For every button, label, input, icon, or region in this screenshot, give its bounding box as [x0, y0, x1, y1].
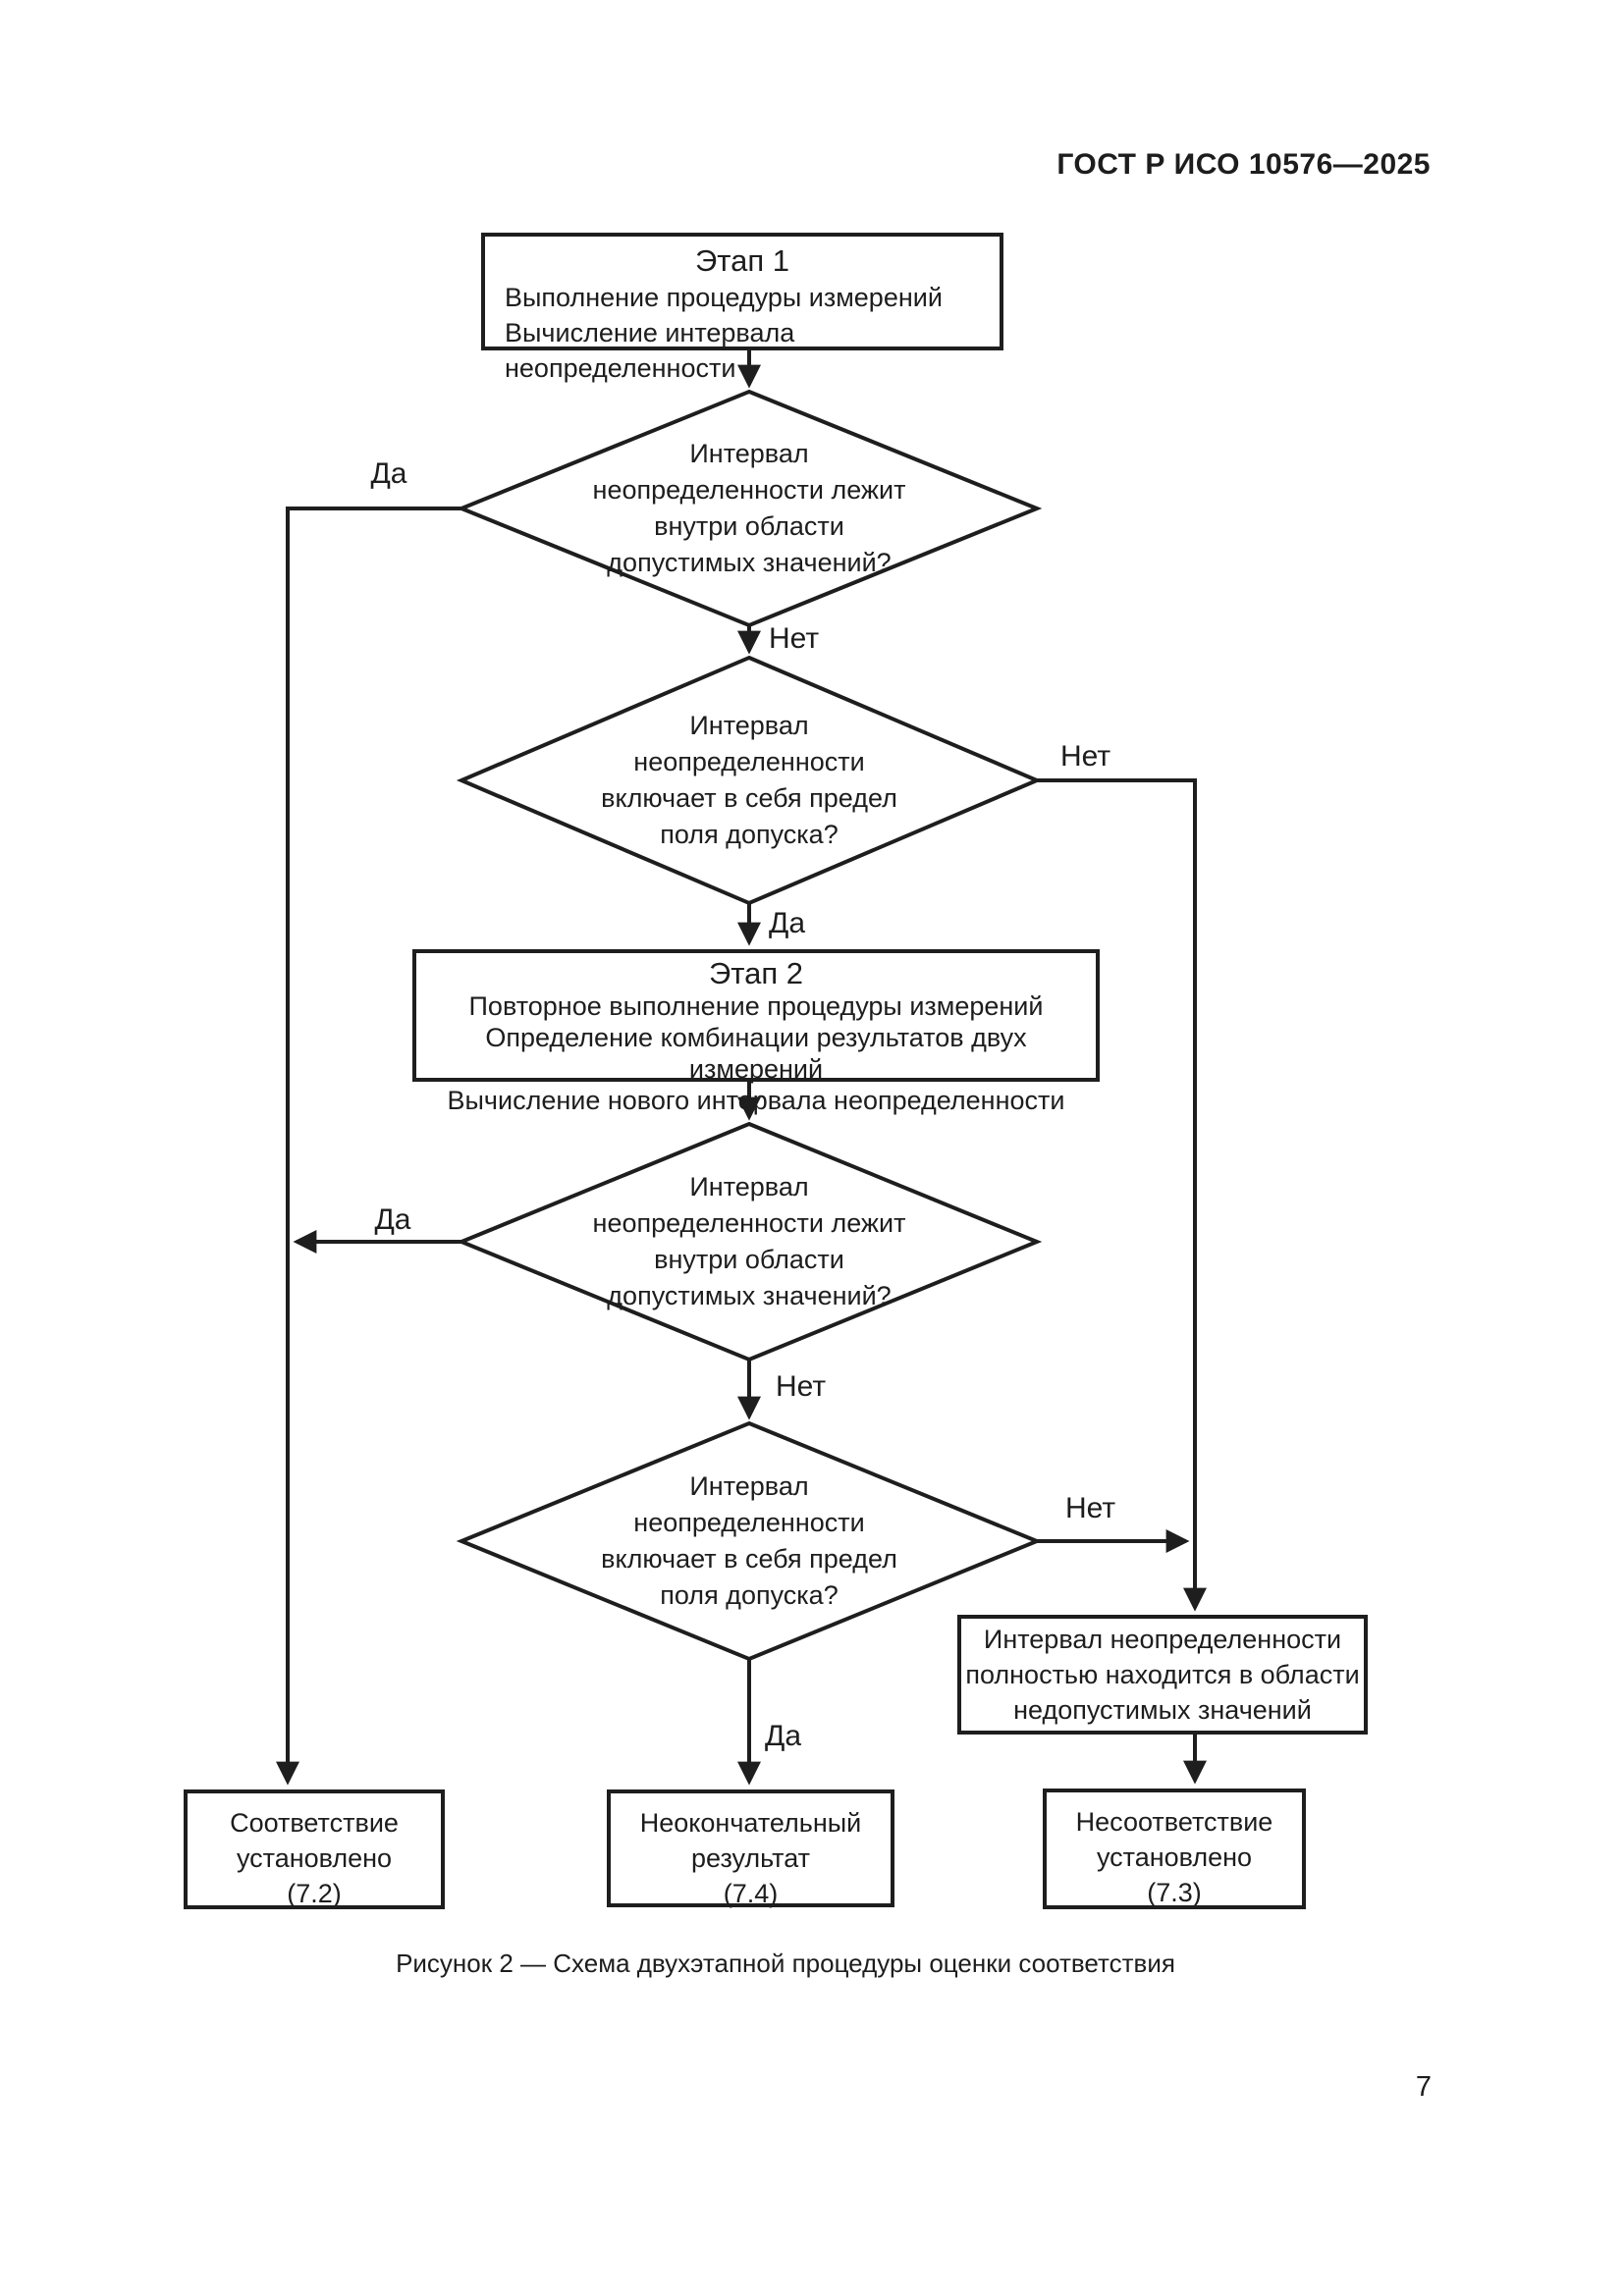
invalid-region-box: Интервал неопределенности полностью нахо… [957, 1615, 1368, 1735]
nonconformity-line: установлено [1096, 1842, 1253, 1872]
no-label: Нет [1060, 740, 1111, 773]
yes-label: Да [769, 907, 806, 939]
decision-1-line: допустимых значений? [607, 548, 892, 577]
stage2-title: Этап 2 [708, 956, 803, 990]
decision-1-line: неопределенности лежит [592, 475, 906, 505]
yes-label: Да [370, 457, 407, 490]
decision-1-text: Интервал неопределенности лежит внутри о… [504, 392, 995, 625]
decision-3-line: внутри области [654, 1245, 844, 1274]
stage1-line: Выполнение процедуры измерений [505, 283, 943, 312]
invalid-region-line: полностью находится в области [965, 1660, 1360, 1689]
decision-3-line: допустимых значений? [607, 1281, 892, 1310]
standard-number-header: ГОСТ Р ИСО 10576—2025 [1056, 148, 1431, 181]
stage2-box: Этап 2 Повторное выполнение процедуры из… [412, 949, 1100, 1115]
stage2-line: Определение комбинации результатов двух … [485, 1023, 1027, 1084]
no-label: Нет [769, 622, 820, 655]
decision-1-line: Интервал [689, 439, 809, 468]
figure-caption: Рисунок 2 — Схема двухэтапной процедуры … [396, 1949, 1175, 1978]
yes-label: Да [374, 1203, 411, 1236]
decision-3-diamond [456, 1121, 1043, 1362]
inconclusive-outcome-box: Неокончательный результат (7.4) [607, 1789, 894, 1908]
decision-3-text: Интервал неопределенности лежит внутри о… [504, 1124, 995, 1360]
stage2-line: Повторное выполнение процедуры измерений [468, 991, 1044, 1021]
page-number: 7 [1415, 2071, 1433, 2103]
nonconformity-line: Несоответствие [1075, 1807, 1273, 1837]
decision-2-diamond [456, 655, 1043, 906]
stage2-line: Вычисление нового интервала неопределенн… [447, 1086, 1065, 1115]
inconclusive-line: (7.4) [723, 1879, 779, 1908]
arrow-yes-decision1-to-conformity [276, 507, 461, 1786]
nonconformity-outcome-box: Несоответствие установлено (7.3) [1043, 1789, 1306, 1909]
decision-2-line: Интервал [689, 711, 809, 740]
invalid-region-line: Интервал неопределенности [983, 1625, 1342, 1654]
decision-3-line: неопределенности лежит [592, 1208, 906, 1238]
decision-2-line: поля допуска? [660, 820, 839, 849]
yes-label: Да [765, 1720, 802, 1752]
decision-4-line: Интервал [689, 1471, 809, 1501]
decision-2-text: Интервал неопределенности включает в себ… [504, 658, 995, 903]
decision-2-line: неопределенности [633, 747, 865, 776]
decision-1-diamond [456, 389, 1043, 628]
nonconformity-line: (7.3) [1147, 1878, 1202, 1907]
stage1-line: Вычисление интервала неопределенности [505, 318, 795, 383]
decision-4-line: поля допуска? [660, 1580, 839, 1610]
decision-4-diamond [456, 1420, 1043, 1662]
decision-4-text: Интервал неопределенности включает в себ… [504, 1423, 995, 1659]
conformity-line: (7.2) [287, 1879, 342, 1908]
decision-1-line: внутри области [654, 511, 844, 541]
arrow-no-decision2-to-invalid-box [1037, 778, 1207, 1612]
no-label: Нет [1065, 1492, 1116, 1524]
invalid-region-line: недопустимых значений [1013, 1695, 1312, 1725]
conformity-outcome-box: Соответствие установлено (7.2) [184, 1789, 445, 1909]
decision-2-line: включает в себя предел [601, 783, 897, 813]
decision-3-line: Интервал [689, 1172, 809, 1201]
stage1-box: Этап 1 Выполнение процедуры измерений Вы… [481, 233, 1003, 383]
decision-4-line: неопределенности [633, 1508, 865, 1537]
inconclusive-line: Неокончательный [639, 1808, 862, 1838]
conformity-line: Соответствие [230, 1808, 399, 1838]
conformity-line: установлено [236, 1843, 393, 1873]
decision-4-line: включает в себя предел [601, 1544, 897, 1574]
no-label: Нет [776, 1370, 827, 1403]
inconclusive-line: результат [691, 1843, 810, 1873]
stage1-title: Этап 1 [694, 243, 789, 278]
